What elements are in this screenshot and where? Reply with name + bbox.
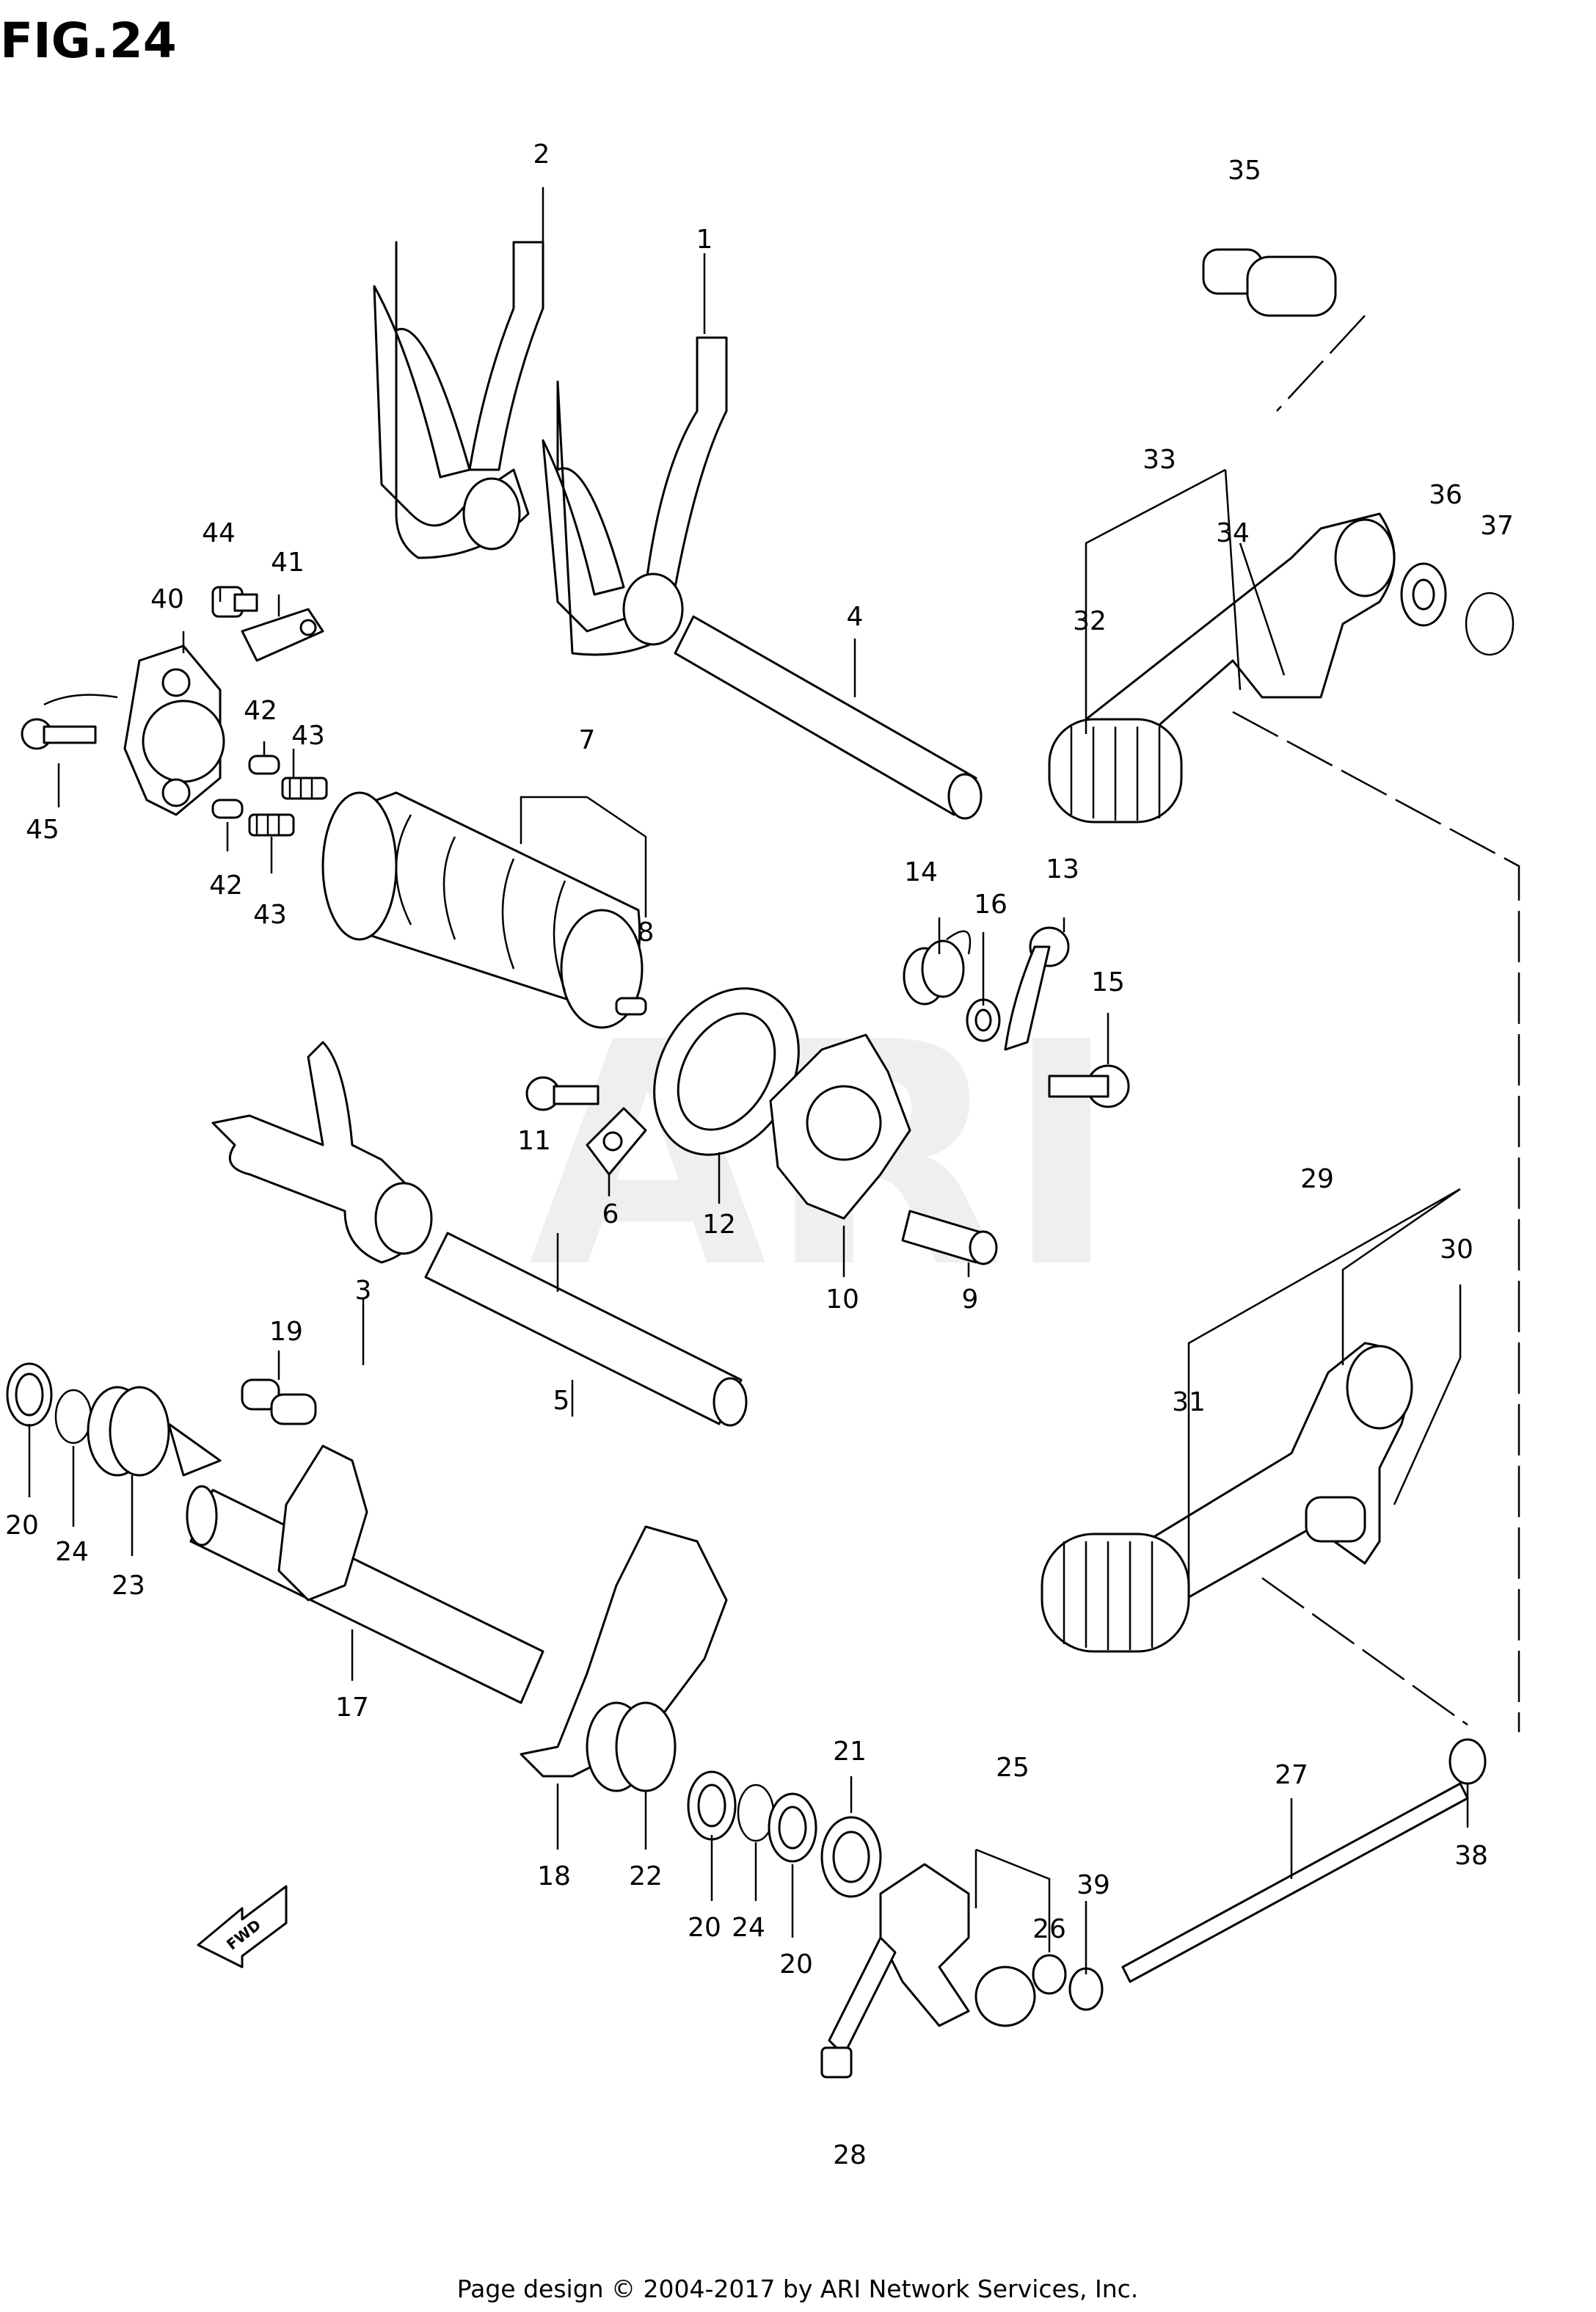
callout-30: 31 xyxy=(1172,1387,1206,1417)
callout-10: 10 xyxy=(826,1284,859,1315)
callout-2: 2 xyxy=(533,139,550,170)
shift-cam-7 xyxy=(321,791,647,1029)
callout-11: 11 xyxy=(517,1126,551,1156)
fork-shaft-5 xyxy=(424,1232,748,1427)
bolt-11 xyxy=(525,1076,600,1111)
pin-42-lower xyxy=(211,799,244,819)
washer-16 xyxy=(966,998,1001,1042)
figure-title: FIG.24 xyxy=(0,12,177,69)
gearshift-lever-31 xyxy=(1048,512,1396,824)
callout-23: 23 xyxy=(112,1571,145,1601)
callout-31: 33 xyxy=(1143,445,1176,475)
callout-18: 18 xyxy=(537,1861,571,1891)
callout-40: 40 xyxy=(150,584,184,614)
washer-20-left xyxy=(6,1362,53,1427)
callout-5: 5 xyxy=(553,1386,570,1416)
circlip-36 xyxy=(1465,592,1515,656)
callout-14: 14 xyxy=(904,857,938,887)
callout-20-right: 20 xyxy=(779,1949,813,1980)
washer-20-mid xyxy=(687,1770,737,1841)
shift-link-25 xyxy=(879,1863,1036,2027)
callout-29: 30 xyxy=(1440,1235,1473,1265)
callout-39: 39 xyxy=(1076,1870,1110,1900)
footer-copyright: Page design © 2004-2017 by ARI Network S… xyxy=(457,2275,1139,2303)
callout-32: 34 xyxy=(1216,518,1250,548)
callout-6: 6 xyxy=(602,1199,619,1229)
callout-24-mid: 24 xyxy=(732,1913,765,1943)
gearshift-shaft-17 xyxy=(186,1444,544,1704)
callout-38: 28 xyxy=(833,2140,867,2170)
cam-stopper-plate-10 xyxy=(769,1033,911,1220)
callout-34: 35 xyxy=(1228,156,1261,186)
callout-28: 29 xyxy=(1300,1164,1334,1194)
shift-arm-18 xyxy=(520,1525,728,1778)
bolt-38 xyxy=(820,1936,897,2079)
callout-35: 36 xyxy=(1429,480,1462,510)
callout-44: 44 xyxy=(202,518,236,548)
callout-3: 3 xyxy=(355,1276,372,1306)
pin-19 xyxy=(241,1378,317,1425)
spring-43-lower xyxy=(248,813,295,837)
gearshift-lever-28 xyxy=(1041,1342,1413,1653)
washer-35 xyxy=(1400,562,1447,627)
pin-9 xyxy=(901,1210,998,1265)
bearing-12 xyxy=(653,987,800,1156)
callout-1: 1 xyxy=(696,225,713,255)
callout-12: 12 xyxy=(702,1210,736,1240)
callout-41: 41 xyxy=(271,548,305,578)
shift-fork-2 xyxy=(373,241,544,559)
callout-17: 17 xyxy=(335,1693,369,1723)
washer-20-right xyxy=(768,1792,817,1863)
callout-24-left: 24 xyxy=(55,1537,89,1567)
callout-43-lower: 43 xyxy=(253,900,287,930)
callout-20-mid: 20 xyxy=(688,1913,721,1943)
callout-4: 4 xyxy=(847,602,864,632)
callout-27: 27 xyxy=(1275,1760,1308,1790)
callout-25: 25 xyxy=(996,1753,1030,1783)
plate-41 xyxy=(241,608,324,662)
callout-22: 22 xyxy=(629,1861,663,1891)
fork-shaft-4 xyxy=(674,615,983,820)
tie-rod-27 xyxy=(1121,1782,1469,1983)
spring-14 xyxy=(903,930,972,1006)
callout-21: 21 xyxy=(833,1737,867,1767)
callout-13: 13 xyxy=(1046,854,1079,884)
spring-43-upper xyxy=(281,777,328,800)
neutral-switch-40 xyxy=(43,644,225,816)
circlip-24-left xyxy=(54,1389,92,1444)
callout-33: 32 xyxy=(1073,606,1107,636)
callout-15: 15 xyxy=(1091,967,1125,997)
bolt-26 xyxy=(1032,1954,1067,1995)
callout-42-lower: 42 xyxy=(209,870,243,901)
forward-direction-arrow: FWD xyxy=(197,1885,288,1969)
oil-seal-21 xyxy=(820,1816,882,1898)
shift-fork-1 xyxy=(542,336,728,656)
callout-20-left: 20 xyxy=(5,1511,39,1541)
callout-36: 37 xyxy=(1480,511,1514,541)
callout-8: 8 xyxy=(638,917,655,948)
spring-22 xyxy=(586,1701,677,1792)
pin-42-upper xyxy=(248,755,280,775)
bolt-45 xyxy=(21,718,97,750)
callout-37: 38 xyxy=(1454,1841,1488,1871)
callout-16: 16 xyxy=(974,890,1007,920)
callout-9: 9 xyxy=(962,1284,979,1315)
shift-fork-3 xyxy=(211,1041,433,1264)
nut-37 xyxy=(1449,1738,1487,1785)
return-spring-23 xyxy=(87,1386,222,1477)
stopper-plate-6 xyxy=(586,1107,647,1176)
callout-labels: 2 1 4 35 33 34 32 36 37 44 41 40 42 43 4… xyxy=(5,139,1514,2170)
pivot-bolt-34 xyxy=(1202,248,1337,317)
bolt-15 xyxy=(1048,1064,1130,1108)
stopper-arm-13 xyxy=(1004,926,1070,1051)
callout-42-upper: 42 xyxy=(244,696,277,726)
callout-45: 45 xyxy=(26,815,59,845)
nut-39 xyxy=(1068,1967,1104,2011)
callout-19: 19 xyxy=(269,1317,303,1347)
callout-43-upper: 43 xyxy=(291,721,325,751)
callout-26: 26 xyxy=(1032,1914,1066,1944)
callout-7: 7 xyxy=(579,725,596,755)
